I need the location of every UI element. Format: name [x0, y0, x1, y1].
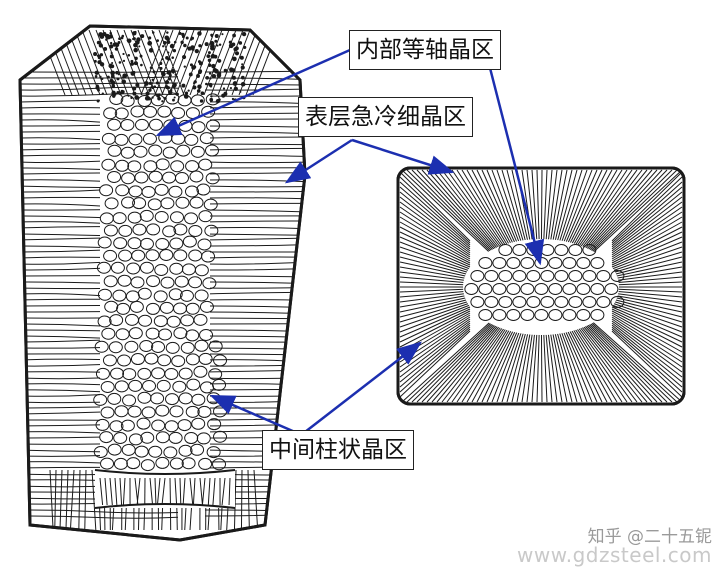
ingot-longitudinal-section: [18, 24, 307, 542]
label-interior-equiaxed-zone: 内部等轴晶区: [349, 30, 501, 70]
label-surface-chill-zone: 表层急冷细晶区: [298, 97, 473, 137]
chill-zone-speckle: [93, 30, 247, 104]
arrow-surface-left: [284, 138, 353, 184]
watermark-site: www.gdzsteel.com: [517, 543, 712, 567]
arrow-interior-right: [488, 67, 545, 266]
arrow-columnar-left: [209, 394, 296, 434]
ingot-cross-section: [396, 166, 686, 406]
watermark-zhihu: 知乎 @二十五铌: [587, 527, 712, 547]
cross-equiaxed-texture: [463, 239, 625, 335]
label-columnar-zone: 中间柱状晶区: [262, 430, 414, 470]
equiaxed-grain-texture: [93, 92, 236, 509]
annotation-arrows: [155, 48, 545, 434]
arrow-columnar-right: [304, 341, 422, 433]
cross-columnar-texture: [399, 169, 683, 403]
arrow-surface-right: [351, 138, 455, 175]
arrow-interior-left: [155, 48, 351, 137]
